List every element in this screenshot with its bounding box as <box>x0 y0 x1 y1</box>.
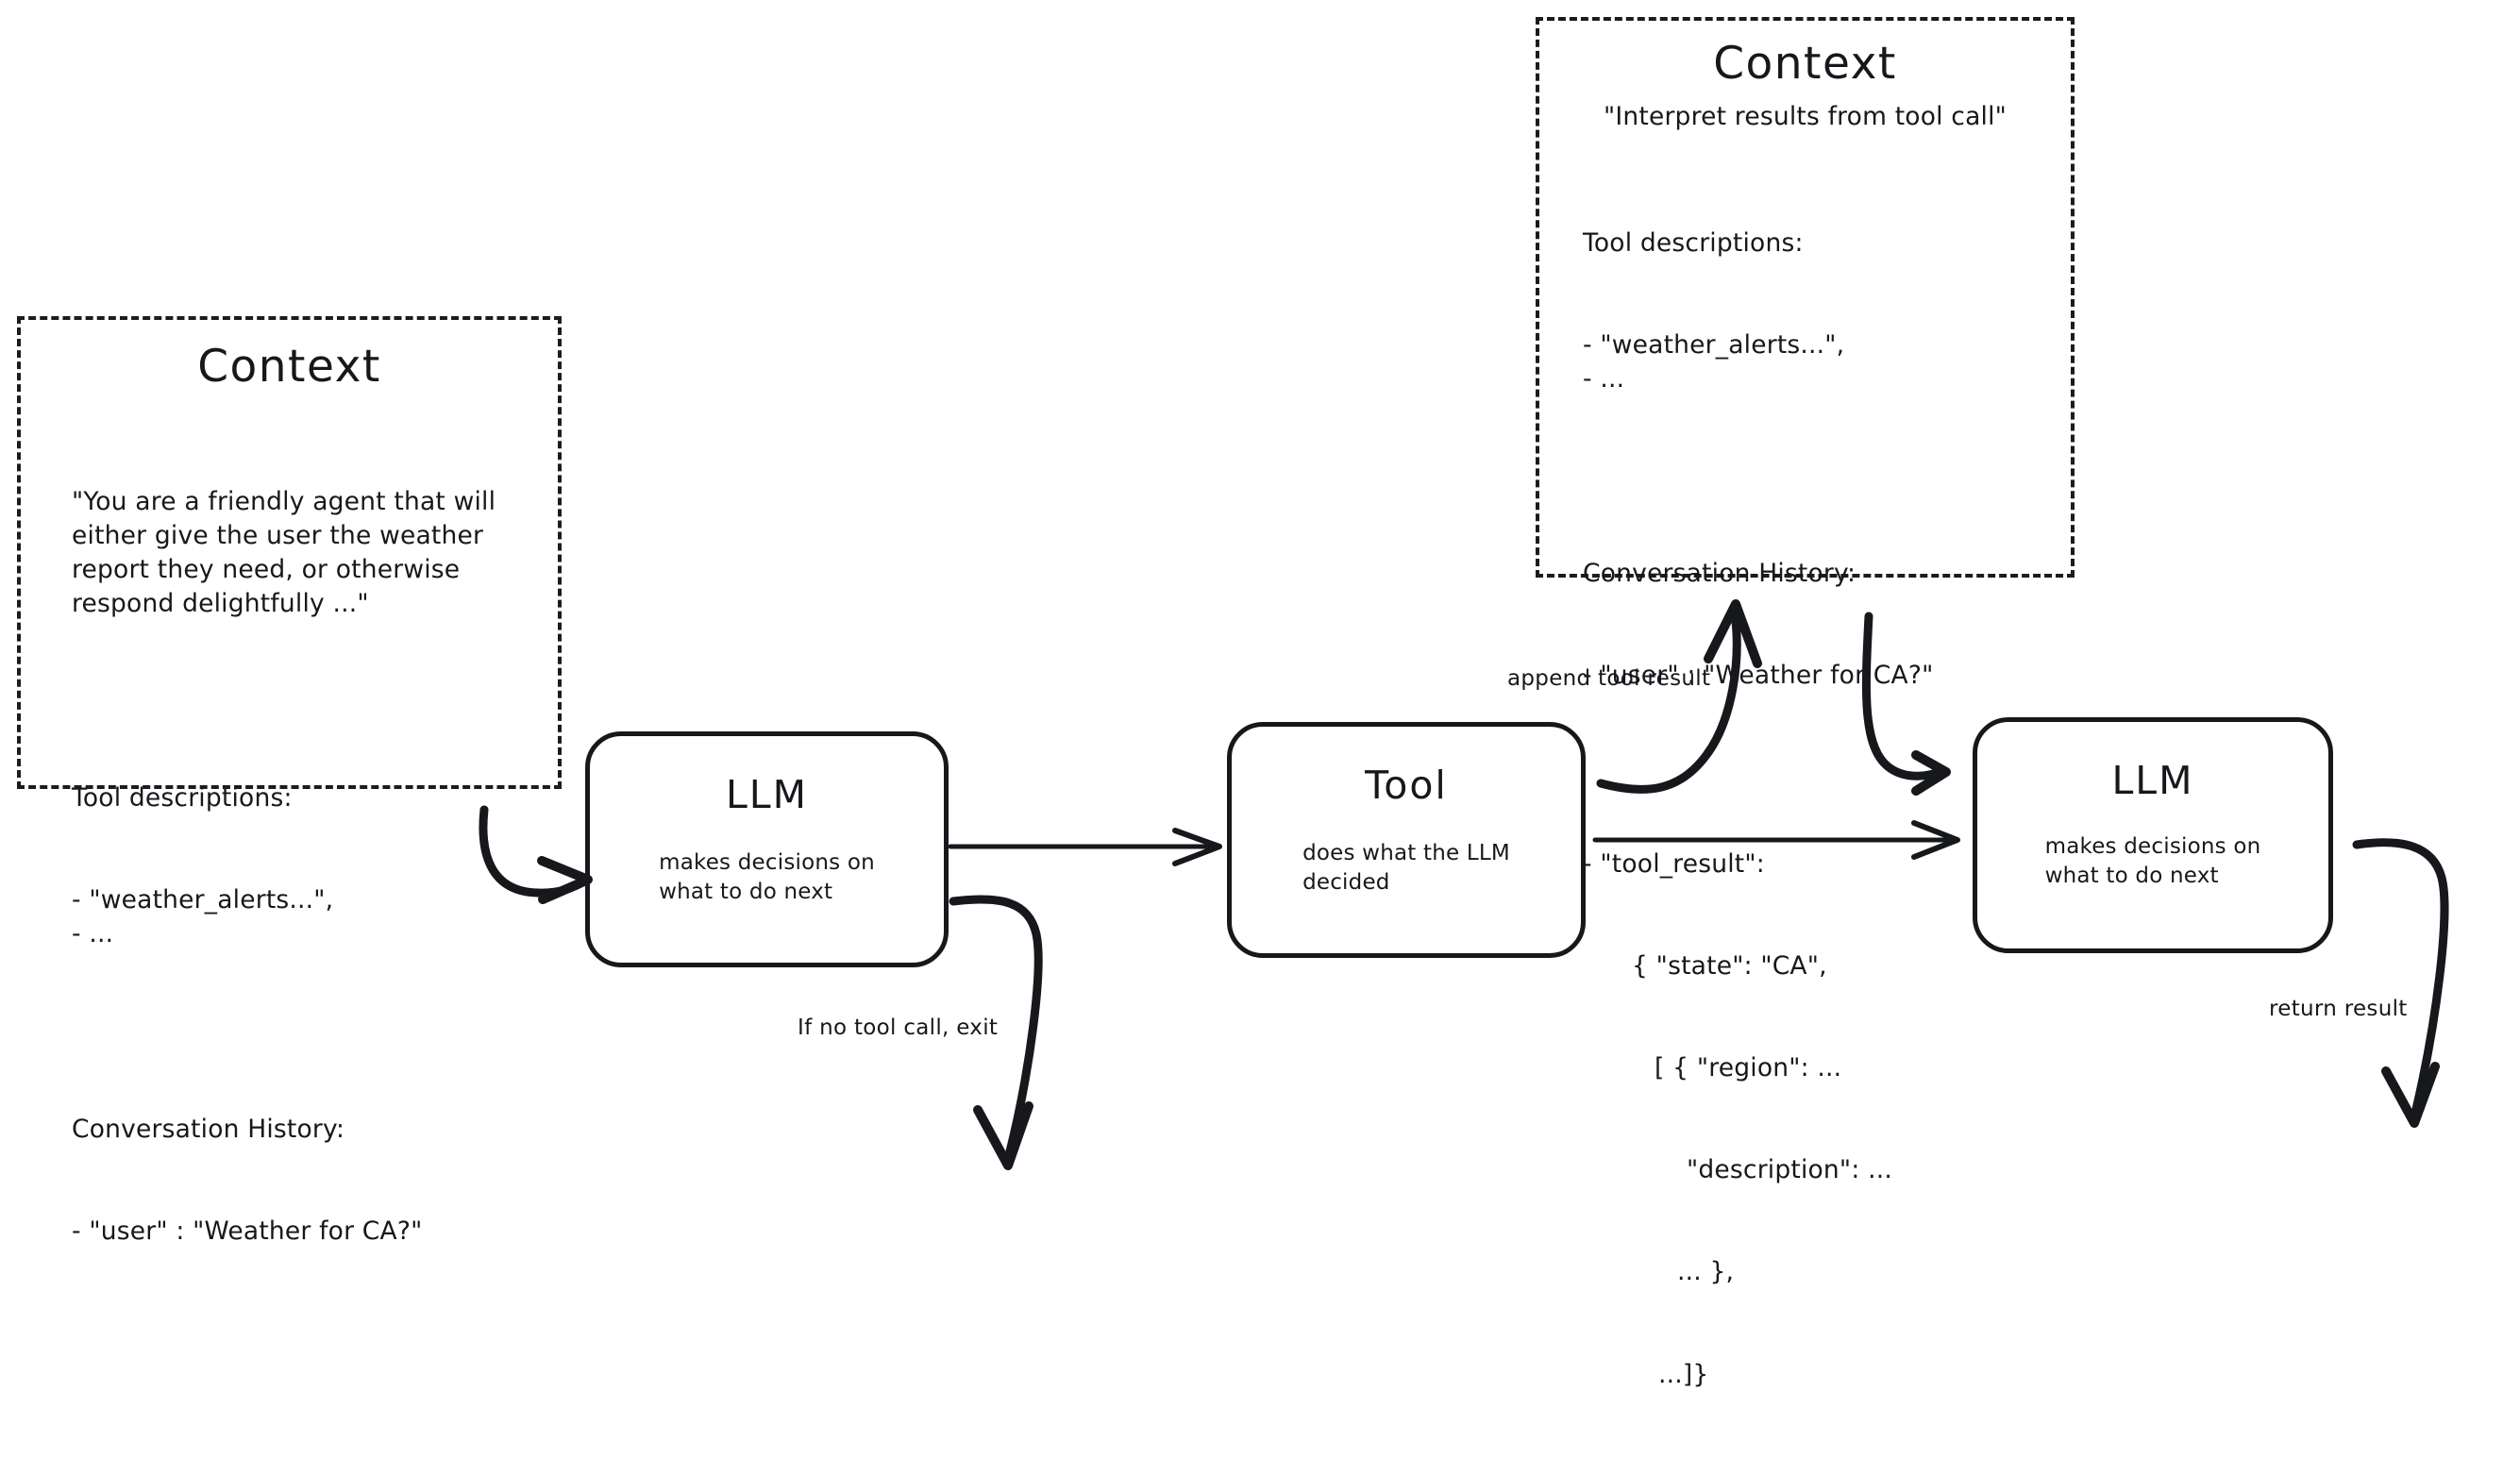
context-box-left: Context "You are a friendly agent that w… <box>17 316 562 1246</box>
context-box-right: Context "Interpret results from tool cal… <box>1536 17 2075 1389</box>
context-left-tools-heading: Tool descriptions: <box>72 783 293 814</box>
node-llm-second-title: LLM <box>2111 758 2194 803</box>
context-left-system-prompt: "You are a friendly agent that will eith… <box>72 487 496 619</box>
context-right-tool-result-key: - "tool_result": <box>1583 849 1765 880</box>
arrow-llm-first-to-tool <box>948 828 1222 866</box>
context-right-tool-result-line-3: "description": ... <box>1687 1155 1892 1185</box>
context-left-tools-items: - "weather_alerts...", - ... <box>72 885 334 949</box>
spacer <box>72 1020 520 1045</box>
spacer <box>1583 464 2052 489</box>
node-llm-first-title: LLM <box>725 772 809 817</box>
node-llm-second[interactable]: LLM makes decisions on what to do next <box>1973 717 2333 953</box>
node-llm-first-subtitle: makes decisions on what to do next <box>659 850 875 904</box>
context-right-tools-heading: Tool descriptions: <box>1583 227 1804 258</box>
arrow-llm-second-return <box>2352 838 2449 1128</box>
context-right-title: Context <box>1713 38 1897 90</box>
node-llm-first[interactable]: LLM makes decisions on what to do next <box>585 731 949 967</box>
context-right-tool-result-line-4: ... }, <box>1677 1257 1735 1287</box>
context-right-tool-result-line-5: ...]} <box>1658 1359 1709 1389</box>
context-left-conversation-items: - "user" : "Weather for CA?" <box>72 1216 423 1246</box>
context-left-body: "You are a friendly agent that will eith… <box>45 417 533 1317</box>
edge-label-append-result: append tool result <box>1507 666 1711 691</box>
context-right-quote: "Interpret results from tool call" <box>1603 102 2008 131</box>
node-tool-subtitle: does what the LLM decided <box>1302 841 1510 895</box>
context-left-title: Context <box>197 341 381 393</box>
node-tool-title: Tool <box>1365 763 1448 808</box>
edge-label-exit: If no tool call, exit <box>798 1015 999 1040</box>
context-left-conversation-heading: Conversation History: <box>72 1114 345 1144</box>
edge-label-return-result: return result <box>2269 997 2408 1021</box>
context-right-tool-result-line-2: [ { "region": ... <box>1655 1053 1842 1083</box>
diagram-canvas: Context "You are a friendly agent that w… <box>17 17 2449 1389</box>
spacer <box>1558 133 2052 158</box>
node-tool[interactable]: Tool does what the LLM decided <box>1227 722 1586 958</box>
context-right-tool-result-line-1: { "state": "CA", <box>1632 951 1827 982</box>
context-right-conversation-heading: Conversation History: <box>1583 558 1856 588</box>
node-llm-second-subtitle: makes decisions on what to do next <box>2044 834 2261 888</box>
context-right-tools-items: - "weather_alerts...", - ... <box>1583 329 1845 394</box>
spacer <box>72 689 520 713</box>
